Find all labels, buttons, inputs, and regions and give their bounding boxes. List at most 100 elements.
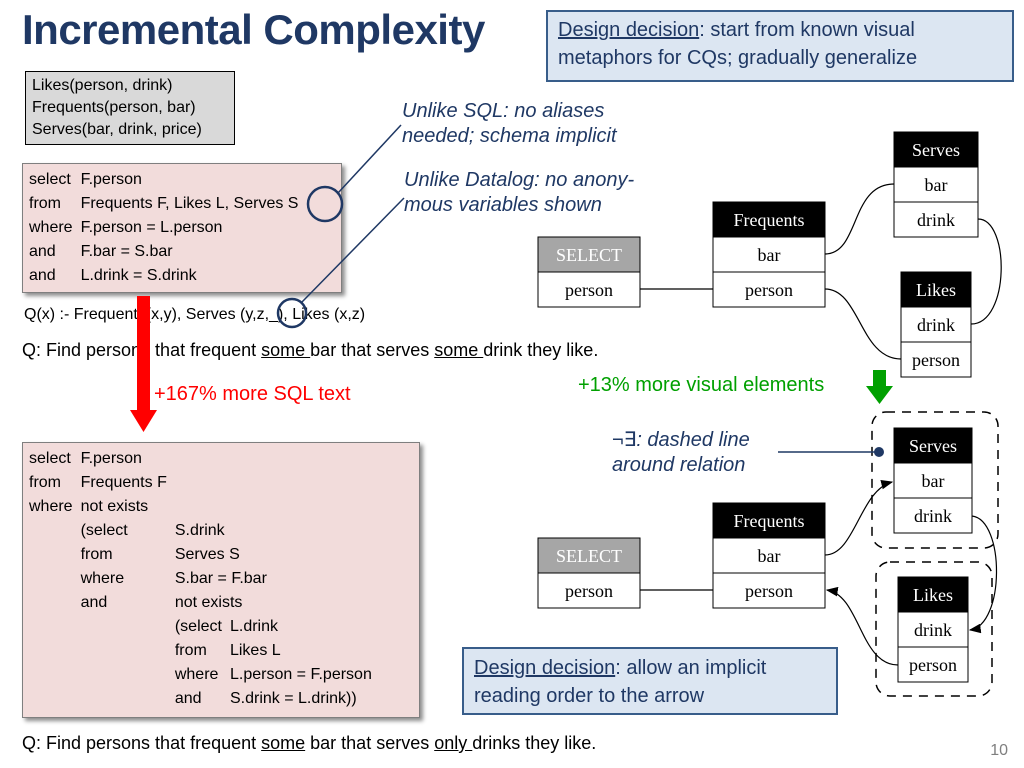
sql-cell: and <box>80 594 108 611</box>
note-connector-line <box>337 124 402 194</box>
sql-line: and F.bar = S.bar <box>29 240 306 264</box>
note-line: needed; schema implicit <box>402 125 617 147</box>
table-attribute: person <box>565 581 613 601</box>
schema-frequents: Frequents(person, bar) <box>32 99 196 116</box>
serves-table: Serves bar drink <box>893 427 973 534</box>
q-text: bar that serves <box>305 733 435 753</box>
sql-cell: Frequents F <box>80 474 167 491</box>
sql-keyword: from <box>29 195 61 212</box>
frequents-table: Frequents bar person <box>712 502 826 609</box>
table-header: Likes <box>913 585 953 605</box>
select-table: SELECT person <box>537 236 641 308</box>
page-title: Incremental Complexity <box>22 6 485 53</box>
table-attribute: bar <box>758 245 781 265</box>
sql-query-nested: select F.person from Frequents F where not … <box>22 442 420 718</box>
q-emphasis: some <box>261 733 306 753</box>
q-text: bar that serves <box>310 340 435 360</box>
arrow-edge <box>825 586 899 666</box>
table-header: Frequents <box>734 511 805 531</box>
table-attribute: bar <box>925 175 948 195</box>
red-down-arrow <box>130 296 157 432</box>
join-edge <box>970 218 1002 325</box>
sql-clause: F.bar = S.bar <box>80 243 173 260</box>
sql-cell: not exists <box>80 498 149 515</box>
sql-line: from Frequents F <box>29 471 380 495</box>
design-decision-label: Design decision <box>558 19 700 41</box>
sql-cell: L.person = F.person <box>229 666 372 683</box>
sql-cell: from <box>80 546 113 563</box>
q-text: drink they like. <box>483 340 599 360</box>
schema-likes: Likes(person, drink) <box>32 77 173 94</box>
page-number: 10 <box>990 742 1008 759</box>
design-decision-text: : start from known visual metaphors for … <box>558 19 918 69</box>
q-text: drinks they like. <box>472 733 597 753</box>
question-only: Q: Find persons that frequent some bar t… <box>22 733 596 754</box>
sql-keyword: and <box>29 267 56 284</box>
sql-line: select F.person <box>29 447 380 471</box>
table-header: Serves <box>909 436 957 456</box>
note-unlike-datalog: Unlike Datalog: no anony- mous variables… <box>404 168 634 218</box>
note-connector-line <box>301 197 405 303</box>
table-attribute: person <box>745 581 793 601</box>
more-visual-label: +13% more visual elements <box>578 374 825 396</box>
table-attribute: drink <box>914 620 952 640</box>
more-sql-label: +167% more SQL text <box>154 383 351 405</box>
table-attribute: person <box>909 655 957 675</box>
note-line: mous variables shown <box>404 194 602 216</box>
sql-cell: S.drink <box>174 522 225 539</box>
arrow-edge <box>968 515 998 634</box>
sql-line: and not exists <box>29 591 380 615</box>
sql-cell: not exists <box>174 594 243 611</box>
table-attribute: person <box>745 280 793 300</box>
sql-cell: S.bar = F.bar <box>174 570 267 587</box>
q-emphasis: only <box>434 733 473 753</box>
sql-cell: from <box>174 642 207 659</box>
likes-table: Likes drink person <box>897 576 969 683</box>
sql-keyword: select <box>29 171 71 188</box>
sql-cell: L.drink <box>229 618 278 635</box>
sql-cell: from <box>29 474 61 491</box>
sql-line: where L.person = F.person <box>29 663 380 687</box>
sql-nested-table: select F.person from Frequents F where not … <box>29 447 380 711</box>
sql-clause: F.person <box>80 171 142 188</box>
sql-line: and L.drink = S.drink <box>29 264 306 288</box>
frequents-table: Frequents bar person <box>712 201 826 308</box>
table-header: SELECT <box>556 546 622 566</box>
table-header: SELECT <box>556 245 622 265</box>
table-attribute: drink <box>917 210 955 230</box>
schema-serves: Serves(bar, drink, price) <box>32 121 202 138</box>
diagram-1: SELECT person Frequents bar person Serve… <box>537 131 1002 378</box>
table-header: Serves <box>912 140 960 160</box>
note-pointer-dot <box>874 447 884 457</box>
note-dashed-line: ¬∃: dashed line around relation <box>612 428 750 478</box>
green-down-arrow <box>866 370 893 404</box>
sql-keyword: and <box>29 243 56 260</box>
table-attribute: bar <box>922 471 945 491</box>
table-attribute: person <box>565 280 613 300</box>
sql-cell: F.person <box>80 450 142 467</box>
table-attribute: bar <box>758 546 781 566</box>
design-decision-label: Design decision <box>474 657 616 679</box>
sql-line: (select S.drink <box>29 519 380 543</box>
sql-clause: L.drink = S.drink <box>80 267 197 284</box>
sql-cell: (select <box>80 522 128 539</box>
dashed-not-exists-serves <box>871 411 999 549</box>
highlight-circle <box>306 185 344 223</box>
q-emphasis: some <box>261 340 311 360</box>
sql-cell: select <box>29 450 71 467</box>
sql-cell: where <box>174 666 219 683</box>
sql-line: where not exists <box>29 495 380 519</box>
sql-cell: Likes L <box>229 642 281 659</box>
table-header: Frequents <box>734 210 805 230</box>
sql-cell: where <box>80 570 125 587</box>
sql-cell: where <box>29 498 73 515</box>
join-edge <box>824 288 902 360</box>
table-attribute: drink <box>917 315 955 335</box>
design-decision-top: Design decision: start from known visual… <box>546 10 1014 82</box>
highlight-circle <box>276 297 308 329</box>
